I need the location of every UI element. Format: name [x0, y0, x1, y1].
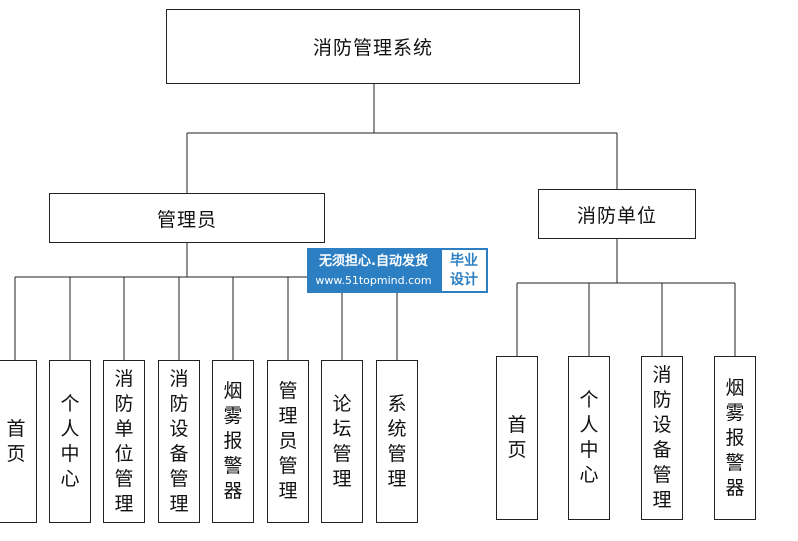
leaf-node-label: 消防设备管理	[652, 364, 672, 511]
leaf-node-label: 个人中心	[579, 389, 599, 486]
leaf-node: 个人中心	[568, 356, 610, 520]
branch-node-unit: 消防单位	[538, 189, 696, 239]
leaf-node-label: 消防设备管理	[169, 367, 189, 515]
leaf-node-label: 首页	[6, 417, 26, 465]
watermark-side-line1: 毕业	[450, 252, 478, 269]
leaf-node: 管理员管理	[267, 360, 309, 523]
leaf-node: 消防设备管理	[641, 356, 683, 520]
leaf-node: 个人中心	[49, 360, 91, 523]
leaf-node-label: 消防单位管理	[114, 367, 134, 515]
leaf-node: 烟雾报警器	[714, 356, 756, 520]
leaf-node: 首页	[0, 360, 37, 523]
leaf-node-label: 论坛管理	[332, 392, 352, 490]
branch-node-label: 消防单位	[576, 204, 657, 227]
leaf-node-label: 管理员管理	[278, 380, 298, 502]
leaf-node: 首页	[496, 356, 538, 520]
watermark-banner: 无须担心.自动发货 www.51topmind.com 毕业 设计	[307, 248, 488, 293]
leaf-node-label: 系统管理	[387, 392, 407, 490]
branch-node-label: 管理员	[156, 208, 217, 231]
leaf-node-label: 个人中心	[60, 392, 80, 490]
leaf-node: 论坛管理	[321, 360, 363, 523]
leaf-node-label: 首页	[507, 414, 527, 461]
watermark-slogan: 无须担心.自动发货	[319, 253, 428, 269]
watermark-side: 毕业 设计	[440, 248, 488, 293]
leaf-node: 消防单位管理	[103, 360, 145, 523]
leaf-node: 烟雾报警器	[212, 360, 254, 523]
leaf-node: 消防设备管理	[158, 360, 200, 523]
root-node: 消防管理系统	[166, 9, 580, 84]
watermark-side-line2: 设计	[450, 271, 478, 288]
leaf-node-label: 烟雾报警器	[223, 380, 243, 502]
root-node-label: 消防管理系统	[312, 37, 433, 59]
leaf-node-label: 烟雾报警器	[725, 376, 745, 499]
branch-node-admin: 管理员	[49, 193, 325, 243]
watermark-url: www.51topmind.com	[315, 273, 432, 287]
leaf-node: 系统管理	[376, 360, 418, 523]
watermark-main: 无须担心.自动发货 www.51topmind.com	[307, 248, 440, 293]
